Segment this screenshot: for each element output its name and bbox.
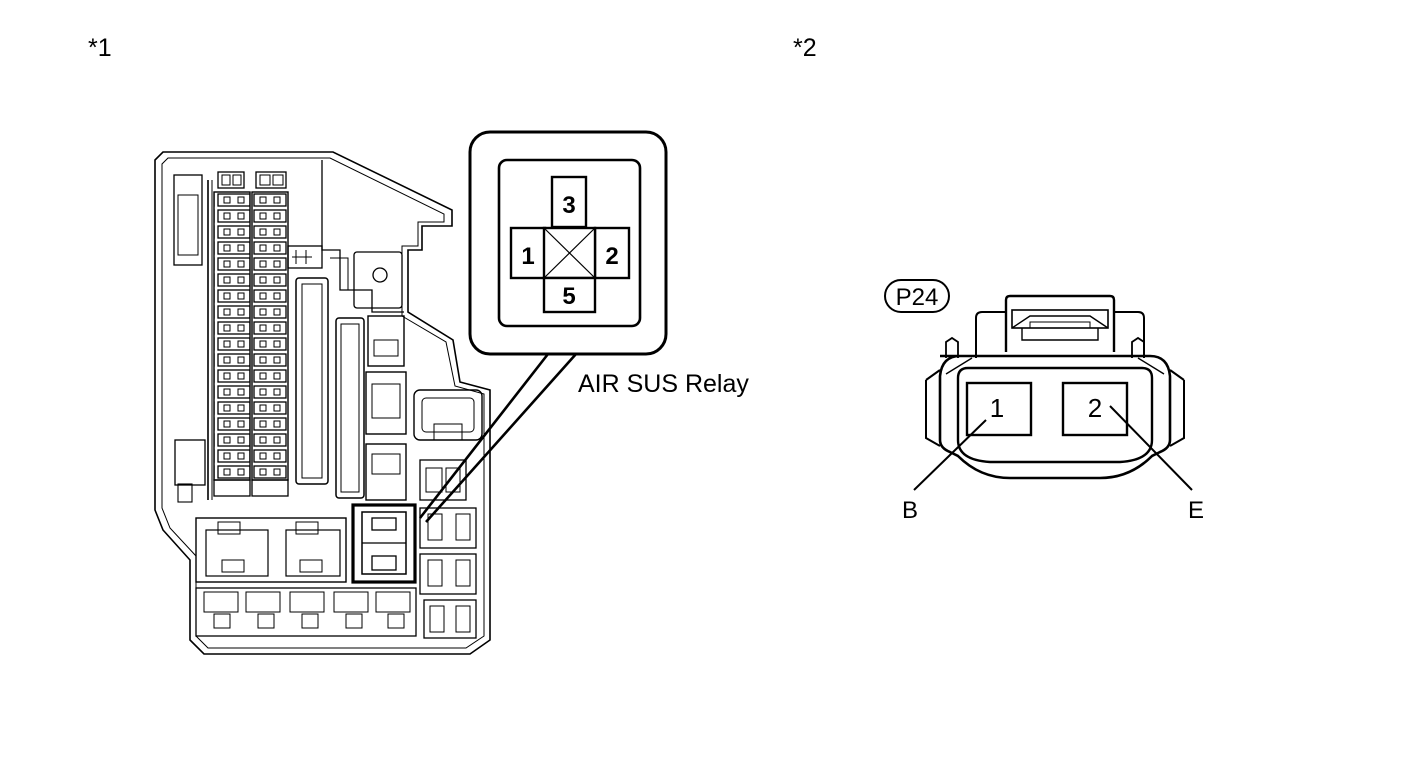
relay-terminal-1-label: 1 — [521, 243, 534, 270]
relay-terminal-5 — [542, 276, 597, 314]
connector-terminals: 1 2 — [965, 381, 1129, 437]
connector-body — [925, 294, 1185, 480]
callout-marker-1: *1 — [88, 34, 112, 62]
junction-block — [154, 151, 491, 655]
wire-label-b: B — [902, 497, 918, 524]
connector-terminal-1-label: 1 — [990, 393, 1004, 423]
relay-callout-leader — [418, 353, 577, 523]
relay-name-label: AIR SUS Relay — [578, 370, 749, 398]
connector-code-badge: P24 — [884, 279, 950, 313]
air-sus-relay-socket — [351, 503, 417, 584]
relay-terminal-2-label: 2 — [605, 243, 618, 270]
connector-terminal-2-label: 2 — [1088, 393, 1102, 423]
callout-marker-2: *2 — [793, 34, 817, 62]
connector-code-label: P24 — [896, 284, 939, 311]
relay-terminal-3-label: 3 — [562, 192, 575, 219]
relay-terminal-5-label: 5 — [562, 283, 575, 310]
relay-terminal-1 — [509, 226, 547, 280]
wire-leaders — [913, 405, 1193, 491]
wire-label-e: E — [1188, 497, 1204, 524]
connector-terminal-1 — [965, 381, 1033, 437]
connector-terminal-2 — [1061, 381, 1129, 437]
relay-terminal-view: 3 1 2 5 — [468, 130, 668, 356]
